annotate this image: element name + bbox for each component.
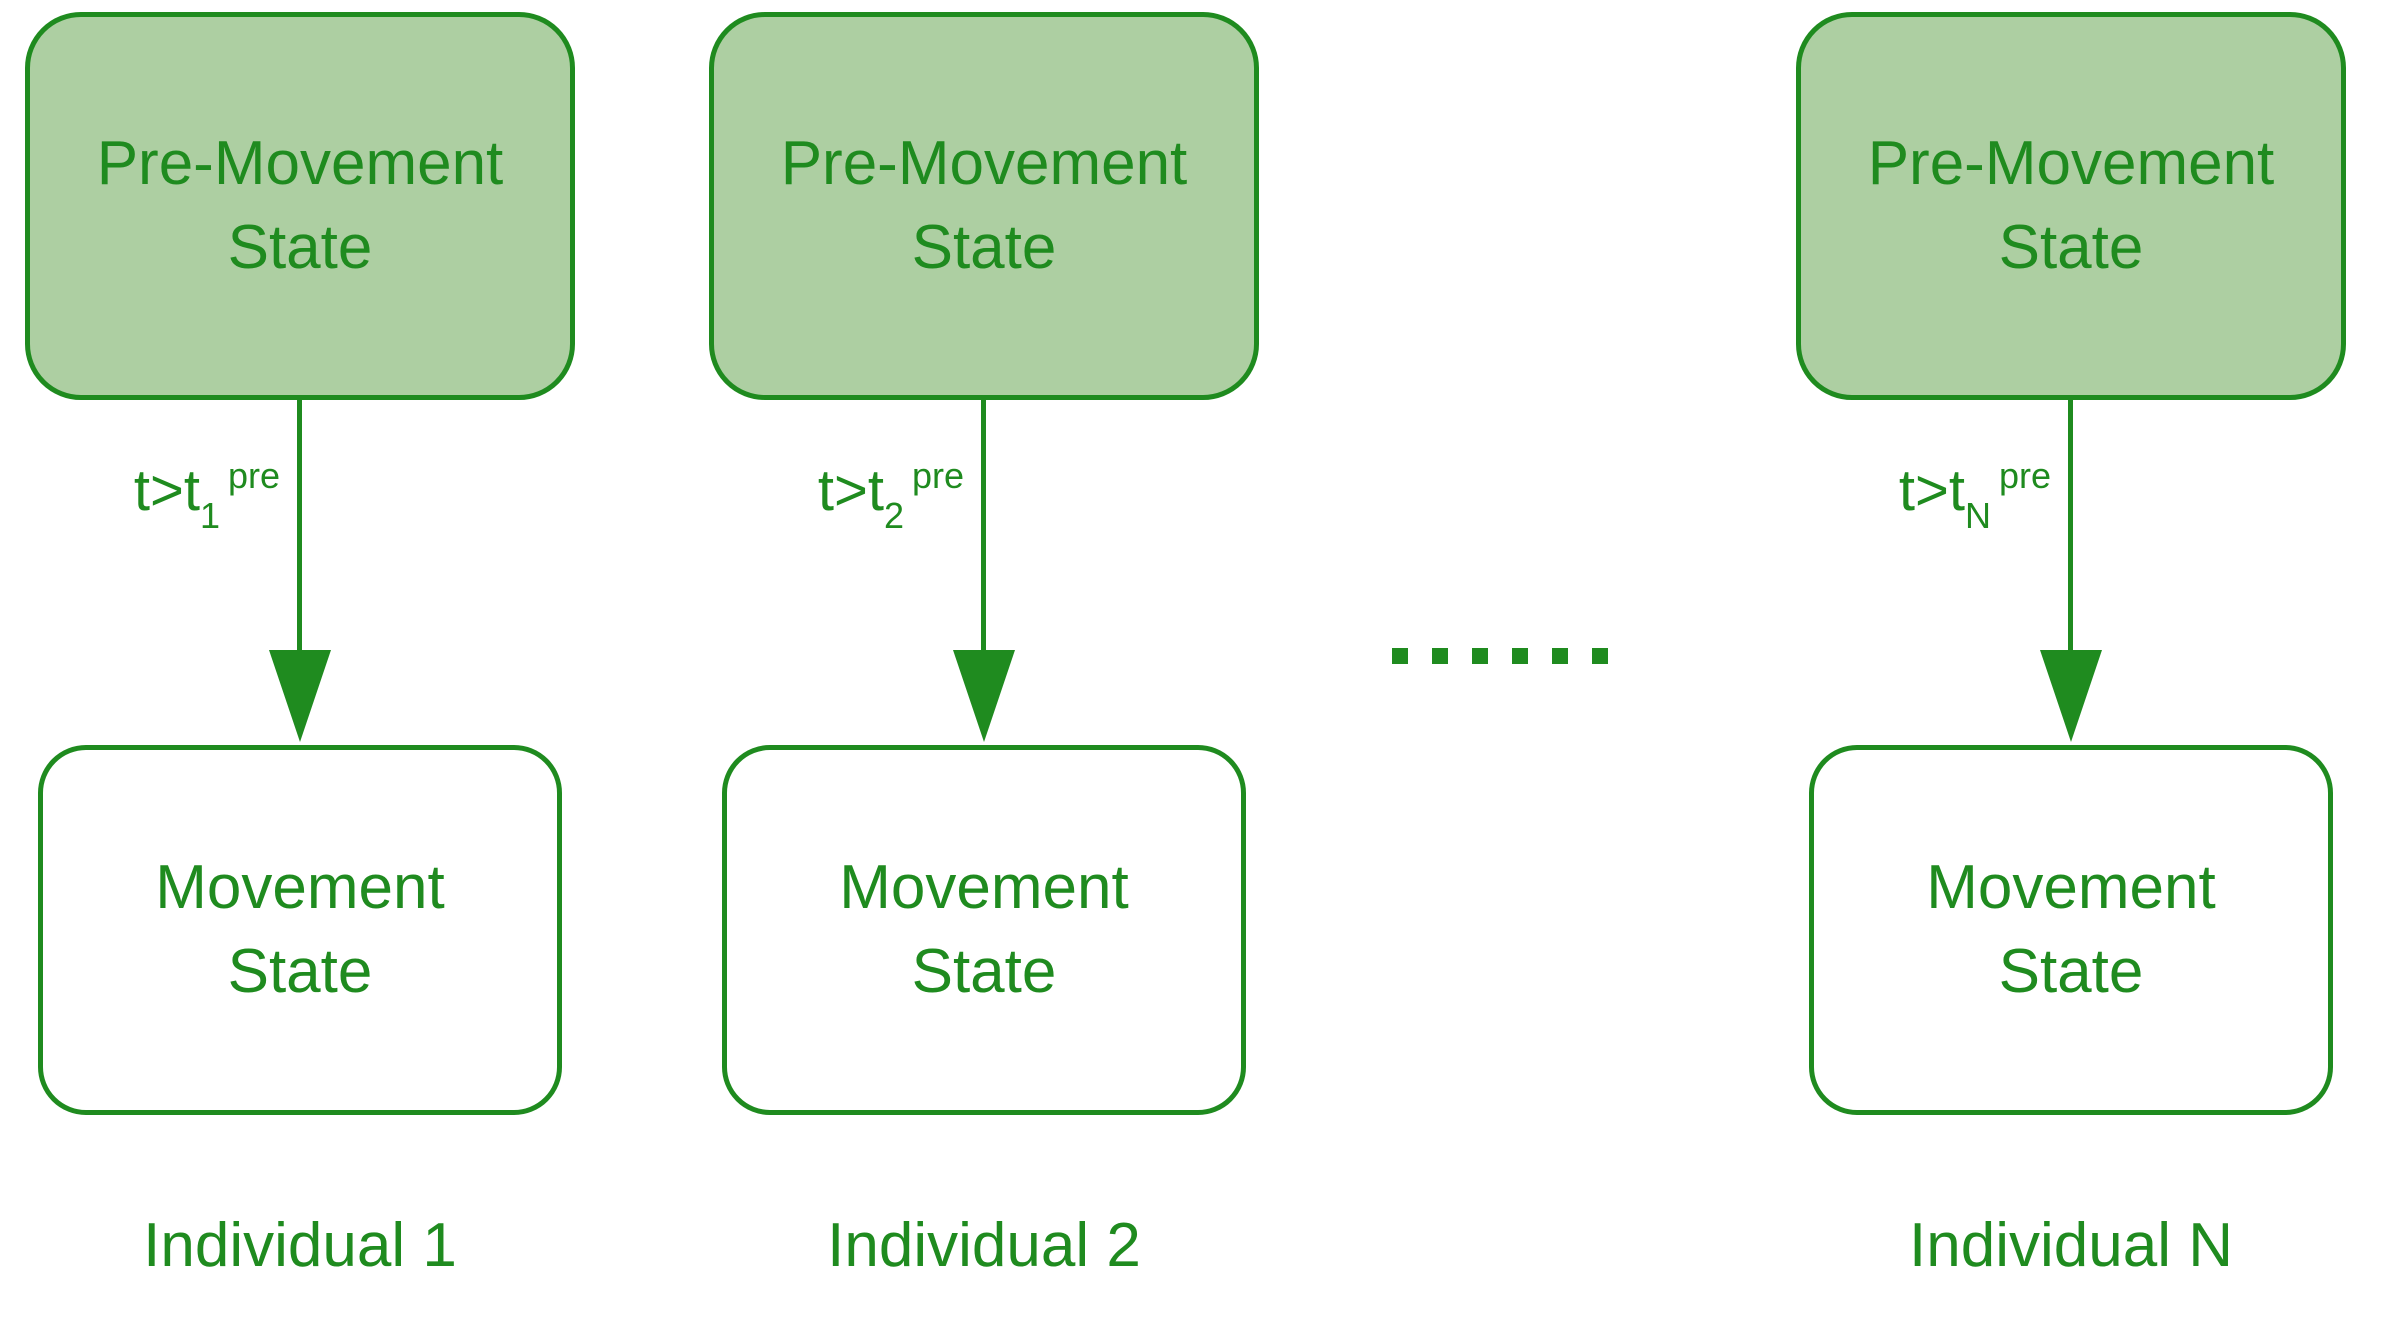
individual-caption: Individual 2: [827, 1211, 1141, 1280]
movement-state-box: Movement State: [722, 745, 1246, 1115]
condition-subscript: 2: [883, 495, 904, 536]
ellipsis-dots: [1392, 648, 1608, 664]
condition-base: t>t: [817, 458, 884, 523]
ellipsis-dot: [1432, 648, 1448, 664]
ellipsis-dot: [1592, 648, 1608, 664]
condition-subscript: N: [1964, 495, 1991, 536]
transition-arrow-line: [2068, 400, 2073, 658]
arrow-head-icon: [2040, 650, 2102, 742]
transition-condition-label: t>tNpre: [1899, 458, 2051, 534]
ellipsis-dot: [1392, 648, 1408, 664]
transition-arrow-line: [981, 400, 986, 658]
ellipsis-dot: [1512, 648, 1528, 664]
condition-base: t>t: [1898, 458, 1965, 523]
pre-movement-state-box: Pre-Movement State: [25, 12, 575, 400]
condition-base: t>t: [133, 458, 200, 523]
ellipsis-dot: [1472, 648, 1488, 664]
individual-1-column: Pre-Movement State t>t1pre Movement Stat…: [25, 0, 575, 1323]
pre-movement-state-box: Pre-Movement State: [709, 12, 1259, 400]
movement-state-box: Movement State: [1809, 745, 2333, 1115]
ellipsis-dot: [1552, 648, 1568, 664]
arrow-head-icon: [953, 650, 1015, 742]
condition-superscript: pre: [1998, 455, 2051, 496]
arrow-head-icon: [269, 650, 331, 742]
pre-movement-state-box: Pre-Movement State: [1796, 12, 2346, 400]
transition-condition-label: t>t1pre: [134, 458, 280, 534]
individual-n-column: Pre-Movement State t>tNpre Movement Stat…: [1796, 0, 2346, 1323]
movement-state-box: Movement State: [38, 745, 562, 1115]
condition-superscript: pre: [227, 455, 280, 496]
transition-arrow-line: [297, 400, 302, 658]
individual-caption: Individual N: [1909, 1211, 2233, 1280]
condition-subscript: 1: [199, 495, 220, 536]
transition-condition-label: t>t2pre: [818, 458, 964, 534]
individual-caption: Individual 1: [143, 1211, 457, 1280]
condition-superscript: pre: [911, 455, 964, 496]
individual-2-column: Pre-Movement State t>t2pre Movement Stat…: [709, 0, 1259, 1323]
